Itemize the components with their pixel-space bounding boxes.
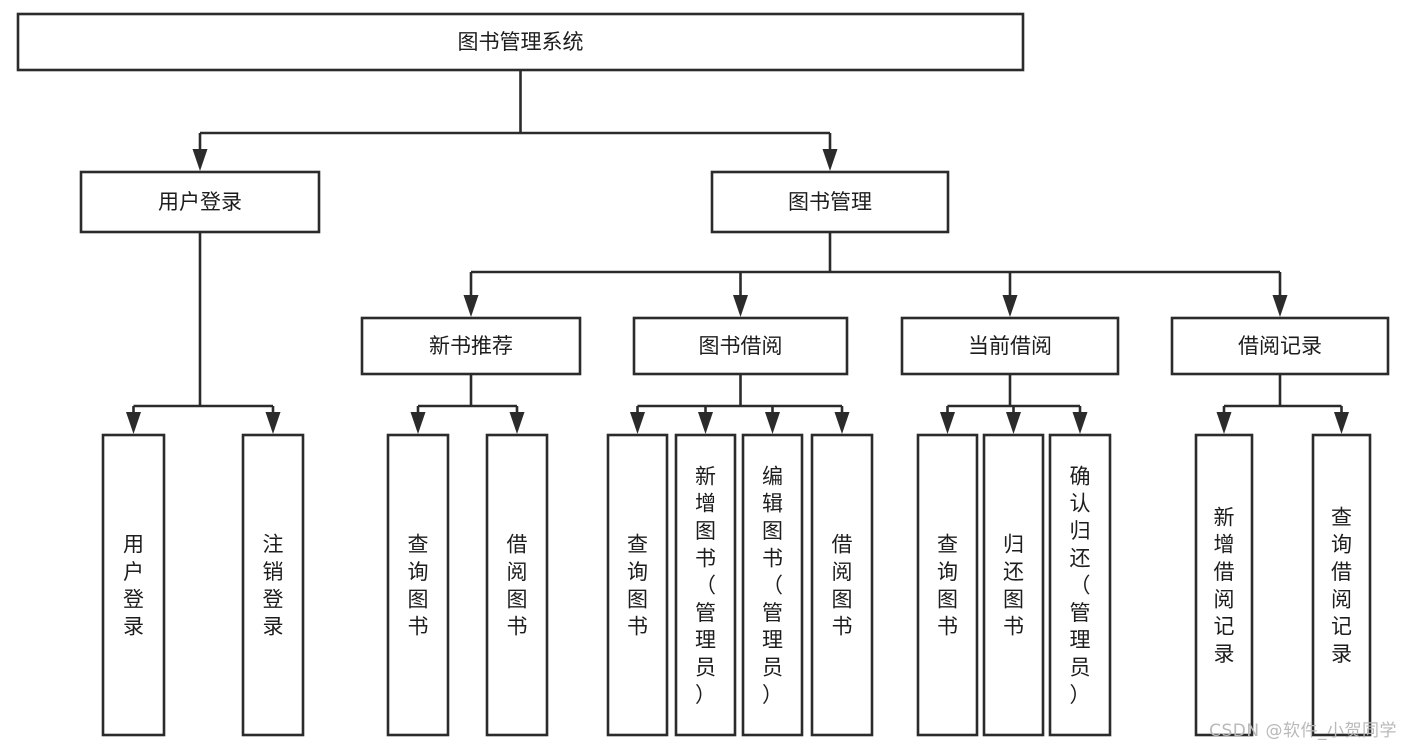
arrow-head-icon: [698, 412, 713, 434]
node-box[interactable]: [606, 433, 669, 737]
node-leaf-add-book[interactable]: 新增图书（管理员）: [674, 433, 737, 737]
node-user-login[interactable]: 用户登录: [79, 170, 321, 234]
node-label: 用户登录: [158, 190, 242, 214]
watermark-label: CSDN @软件_小贺同学: [1209, 721, 1397, 741]
arrow-head-icon: [834, 412, 850, 434]
node-box[interactable]: [386, 433, 450, 737]
node-box[interactable]: [16, 12, 1025, 72]
arrow-head-icon: [1006, 412, 1021, 434]
node-leaf-return-book[interactable]: 归还图书: [982, 433, 1045, 737]
node-box[interactable]: [982, 433, 1045, 737]
node-label: 图书管理系统: [458, 30, 584, 54]
node-label: 新增图书（管理员）: [695, 464, 716, 706]
node-box[interactable]: [810, 433, 874, 737]
arrow-head-icon: [1002, 295, 1018, 317]
node-box[interactable]: [1311, 433, 1372, 737]
node-box[interactable]: [710, 170, 950, 234]
node-box[interactable]: [360, 316, 582, 376]
arrow-head-icon: [509, 412, 525, 434]
node-box[interactable]: [101, 433, 166, 737]
connector-group: [940, 374, 1088, 434]
node-box[interactable]: [632, 316, 849, 376]
node-label: 查询图书: [408, 533, 429, 639]
node-leaf-user-logout[interactable]: 注销登录: [241, 433, 305, 737]
connector-group: [630, 374, 850, 434]
node-label: 借阅图书: [507, 533, 528, 639]
connector-group: [410, 374, 525, 434]
node-leaf-confirm-return[interactable]: 确认归还（管理员）: [1048, 433, 1112, 737]
node-label: 新增借阅记录: [1214, 505, 1235, 666]
node-label: 借阅图书: [832, 533, 853, 639]
node-book-borrow[interactable]: 图书借阅: [632, 316, 849, 376]
arrow-head-icon: [463, 295, 479, 317]
node-label: 图书借阅: [699, 334, 783, 358]
nodes-layer: 图书管理系统用户登录图书管理新书推荐图书借阅当前借阅借阅记录用户登录注销登录查询…: [16, 12, 1390, 737]
node-box[interactable]: [900, 316, 1120, 376]
arrow-head-icon: [940, 412, 955, 434]
node-box[interactable]: [674, 433, 737, 737]
node-box[interactable]: [1048, 433, 1112, 737]
node-label: 查询借阅记录: [1331, 505, 1352, 666]
node-label: 编辑图书（管理员）: [762, 464, 783, 706]
node-label: 确认归还（管理员）: [1070, 464, 1091, 706]
node-label: 当前借阅: [968, 334, 1052, 358]
node-box[interactable]: [241, 433, 305, 737]
connector-group: [126, 232, 281, 434]
node-root[interactable]: 图书管理系统: [16, 12, 1025, 72]
node-leaf-query-borrow-record[interactable]: 查询借阅记录: [1311, 433, 1372, 737]
connector-group: [463, 232, 1288, 317]
node-label: 查询图书: [627, 533, 648, 639]
node-label: 用户登录: [123, 533, 144, 639]
arrow-head-icon: [410, 412, 426, 434]
node-leaf-query-book-borrow[interactable]: 查询图书: [606, 433, 669, 737]
node-label: 借阅记录: [1238, 334, 1322, 358]
node-box[interactable]: [485, 433, 549, 737]
arrow-head-icon: [192, 149, 208, 171]
node-current-borrow[interactable]: 当前借阅: [900, 316, 1120, 376]
node-box[interactable]: [79, 170, 321, 234]
node-label: 新书推荐: [429, 334, 513, 358]
arrow-head-icon: [822, 149, 838, 171]
node-leaf-borrow-book[interactable]: 借阅图书: [810, 433, 874, 737]
connector-group: [192, 70, 838, 171]
node-label: 查询图书: [937, 533, 958, 639]
arrow-head-icon: [1334, 412, 1349, 434]
node-label: 归还图书: [1003, 533, 1024, 639]
node-box[interactable]: [741, 433, 804, 737]
arrow-head-icon: [1272, 295, 1288, 317]
arrow-head-icon: [630, 412, 645, 434]
connector-group: [1216, 374, 1349, 434]
node-leaf-query-book-current[interactable]: 查询图书: [916, 433, 979, 737]
node-new-book-recommend[interactable]: 新书推荐: [360, 316, 582, 376]
node-leaf-edit-book[interactable]: 编辑图书（管理员）: [741, 433, 804, 737]
node-leaf-add-borrow-record[interactable]: 新增借阅记录: [1194, 433, 1254, 737]
arrow-head-icon: [126, 412, 141, 434]
node-leaf-query-book-recommend[interactable]: 查询图书: [386, 433, 450, 737]
node-box[interactable]: [916, 433, 979, 737]
node-leaf-borrow-book-recommend[interactable]: 借阅图书: [485, 433, 549, 737]
node-leaf-user-login[interactable]: 用户登录: [101, 433, 166, 737]
node-box[interactable]: [1194, 433, 1254, 737]
node-box[interactable]: [1170, 316, 1390, 376]
node-book-manage[interactable]: 图书管理: [710, 170, 950, 234]
arrow-head-icon: [733, 295, 748, 317]
node-label: 注销登录: [263, 533, 284, 639]
arrow-head-icon: [765, 412, 780, 434]
arrow-head-icon: [1072, 412, 1088, 434]
arrow-head-icon: [1216, 412, 1232, 434]
arrow-head-icon: [265, 412, 281, 434]
connectors-layer: [126, 70, 1349, 434]
node-borrow-record[interactable]: 借阅记录: [1170, 316, 1390, 376]
node-label: 图书管理: [788, 190, 872, 214]
